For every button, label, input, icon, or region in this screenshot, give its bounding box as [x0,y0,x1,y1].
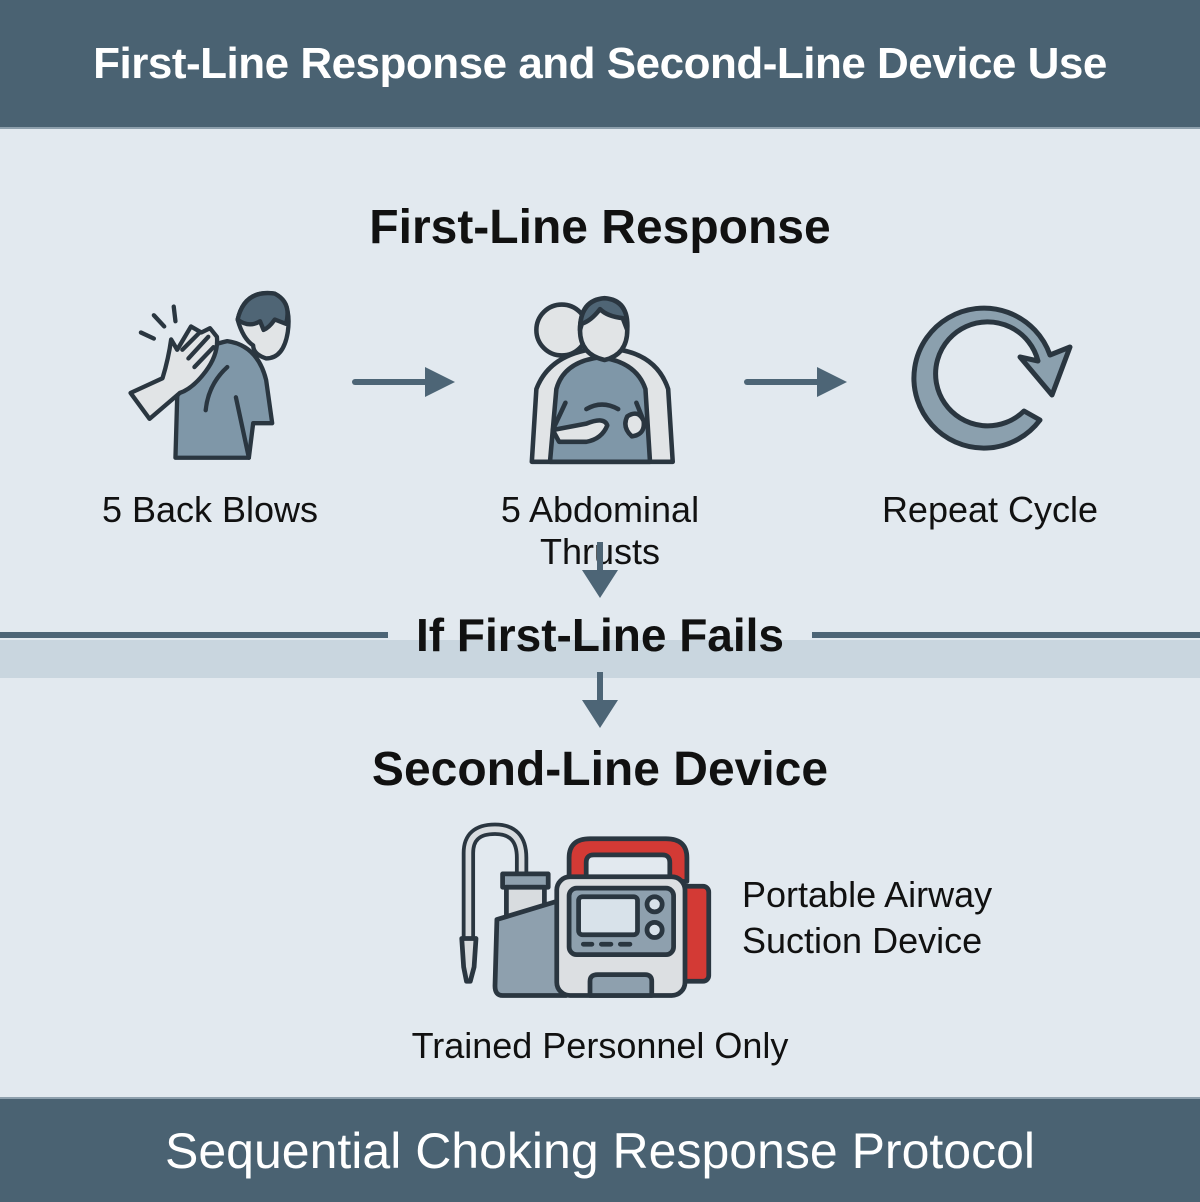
device-label-line1: Portable Airway [742,874,993,915]
step-label-back-blows: 5 Back Blows [101,489,319,530]
suction-device [440,815,740,1010]
divider-label: If First-Line Fails [415,609,785,661]
divider-line-left [0,632,388,638]
step-abdominal-thrusts: 5 Abdominal Thrusts [460,285,740,573]
device-label: Portable Airway Suction Device [742,872,992,964]
second-line-title: Second-Line Device [371,743,829,796]
arrow-right-icon [352,367,455,397]
step-back-blows: 5 Back Blows [70,285,350,531]
step-label-repeat-cycle: Repeat Cycle [881,489,1099,530]
divider-band [0,640,1200,678]
first-line-title: First-Line Response [369,201,831,254]
header-banner: First-Line Response and Second-Line Devi… [0,0,1200,129]
arrow-down-icon [582,542,618,598]
arrow-down-icon [582,672,618,728]
abdominal-thrust-icon [529,295,675,465]
device-label-line2: Suction Device [742,920,983,961]
step-repeat-cycle: Repeat Cycle [850,295,1130,531]
back-blow-icon [128,290,291,460]
suction-device-icon [459,822,712,998]
footer-title: Sequential Choking Response Protocol [165,1122,1035,1179]
trained-personnel-note: Trained Personnel Only [411,1025,789,1066]
footer-banner: Sequential Choking Response Protocol [0,1097,1200,1202]
repeat-cycle-icon [911,305,1073,451]
arrow-right-icon [744,367,847,397]
divider-line-right [812,632,1200,638]
page-title: First-Line Response and Second-Line Devi… [93,38,1107,88]
